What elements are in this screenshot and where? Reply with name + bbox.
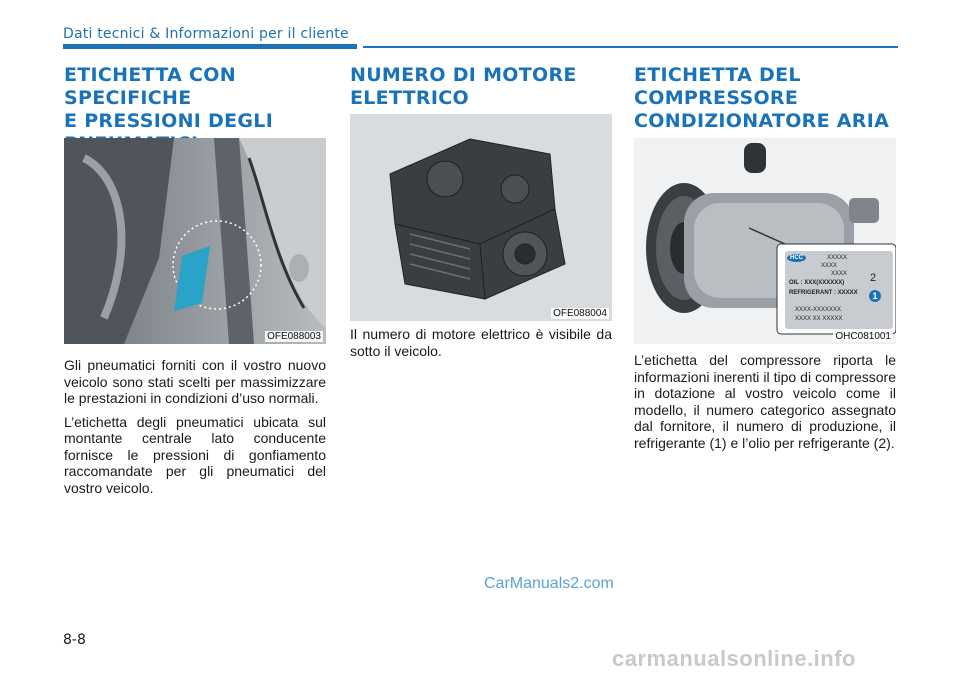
figure-electric-motor: OFE088004 [350,114,612,321]
label-line: XXXX [831,271,848,277]
heading-line: NUMERO DI MOTORE [350,64,577,86]
body-text: L’etichetta del compressore riporta le i… [634,352,896,458]
heading-line: ELETTRICO [350,87,469,109]
compressor-illustration [634,138,896,344]
body-text: Gli pneumatici forniti con il vostro nuo… [64,357,326,503]
callout-2: 2 [870,272,877,284]
label-line: REFRIGERANT : XXXXX [789,290,858,296]
body-text: Il numero di motore elettrico è visibile… [350,326,612,366]
callout-1: 1 [869,290,881,302]
label-line: XXXXX [827,255,848,261]
heading-line: ETICHETTA CON SPECIFICHE [64,64,236,109]
figure-code: OFE088004 [551,308,609,319]
heading-line: E PRESSIONI DEGLI [64,110,274,132]
label-line: XXXX-XXXXXXX [795,307,842,313]
door-pillar-illustration [64,138,326,344]
heading-motor-number: NUMERO DI MOTORE ELETTRICO [350,64,612,110]
electric-motor-illustration [350,114,612,321]
heading-line: CONDIZIONATORE ARIA [634,110,890,132]
watermark-top[interactable]: CarManuals2.com [484,575,614,592]
figure-code: OHC081001 [833,331,893,342]
column-tire-label: ETICHETTA CON SPECIFICHE E PRESSIONI DEG… [64,64,326,496]
paragraph: Il numero di motore elettrico è visibile… [350,326,612,359]
figure-code: OFE088003 [265,331,323,342]
watermark-bottom[interactable]: carmanualsonline.info [612,646,856,671]
paragraph: L’etichetta degli pneumatici ubicata sul… [64,413,326,496]
figure-compressor: HCC XXXXX XXXX XXXX OIL : XXX(XXXXXX) RE… [634,138,896,344]
label-line: XXXX [821,263,838,269]
paragraph: L’etichetta del compressore riporta le i… [634,352,896,451]
header-accent-bar [63,44,357,49]
column-motor-number: NUMERO DI MOTORE ELETTRICO OFE088004 Il … [350,64,612,359]
hcc-logo: HCC [787,254,806,262]
header-rule [363,46,898,48]
page-number: 8-8 [63,632,86,648]
label-line: XXXX XX XXXXX [795,316,843,322]
heading-compressor-label: ETICHETTA DEL COMPRESSORE CONDIZIONATORE… [634,64,896,133]
compressor-label-zoom [776,243,896,335]
figure-door-pillar: OFE088003 [64,138,326,344]
section-header: Dati tecnici & Informazioni per il clien… [63,26,349,42]
heading-line: ETICHETTA DEL [634,64,801,86]
paragraph: Gli pneumatici forniti con il vostro nuo… [64,357,326,406]
column-compressor-label: ETICHETTA DEL COMPRESSORE CONDIZIONATORE… [634,64,896,451]
label-line: OIL : XXX(XXXXXX) [789,280,845,286]
compressor-label-text: HCC XXXXX XXXX XXXX OIL : XXX(XXXXXX) RE… [787,254,891,328]
heading-line: COMPRESSORE [634,87,799,109]
tire-label-sticker [174,246,210,311]
